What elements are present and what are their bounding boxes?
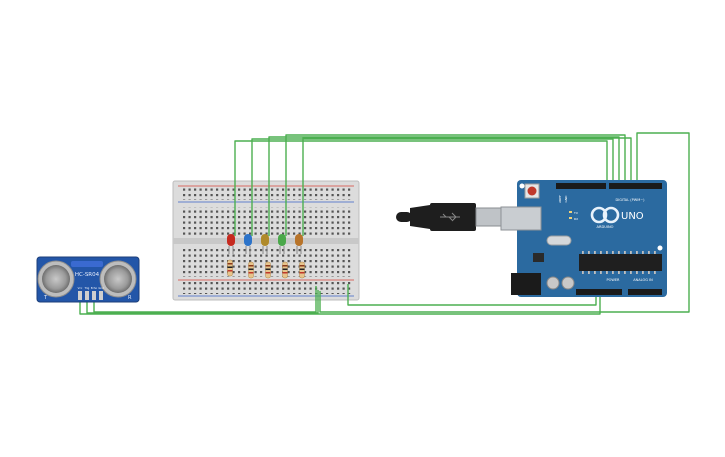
arduino-model-label: UNO xyxy=(621,211,644,222)
mounting-hole xyxy=(519,183,525,189)
wire-led-green[interactable] xyxy=(285,134,626,236)
led-body xyxy=(295,234,303,246)
led-body xyxy=(278,234,286,246)
tx-led xyxy=(569,211,572,213)
led-red[interactable] xyxy=(227,234,235,254)
resistor-group xyxy=(227,259,305,279)
wire-led-red[interactable] xyxy=(234,140,608,236)
arduino-crystal xyxy=(546,235,572,246)
rx-label: RX xyxy=(574,217,578,221)
usb-cable-strain-relief xyxy=(410,205,430,229)
wire-sensor-trig[interactable] xyxy=(86,290,319,314)
usb-connector-metal xyxy=(475,207,503,227)
power-label: POWER xyxy=(607,278,621,282)
sensor-pin-echo[interactable] xyxy=(92,291,96,300)
gnd-label: GND xyxy=(564,195,568,203)
led-body xyxy=(244,234,252,246)
arduino-digital-header-right xyxy=(609,183,662,189)
wire-led-blue[interactable] xyxy=(251,138,614,236)
led-group xyxy=(227,234,303,254)
voltage-regulator xyxy=(533,253,544,262)
sensor-crystal xyxy=(71,261,103,267)
tx-label: TX xyxy=(573,211,578,215)
sensor-model-label: HC-SR04 xyxy=(75,272,100,278)
sensor-pin-label: Trig xyxy=(85,286,90,290)
sensor-pin-label: Echo xyxy=(91,286,98,290)
resistor[interactable] xyxy=(299,261,305,279)
aref-label: AREF xyxy=(558,195,562,203)
arduino-logo: ARDUINO xyxy=(590,206,620,229)
arduino-uno[interactable]: DIGITAL (PWM~) AREF GND ARDUINO UNO TX R… xyxy=(500,180,667,297)
wire-sensor-vcc[interactable] xyxy=(79,291,601,315)
digital-pins-label: DIGITAL (PWM~) xyxy=(615,198,645,202)
wire-sensor-echo[interactable] xyxy=(93,286,317,313)
sensor-pin-labels: Vcc Trig Echo Gnd xyxy=(78,286,104,290)
resistor[interactable] xyxy=(282,261,288,279)
wire-led-yellow[interactable] xyxy=(268,136,620,236)
wire-ground-rail[interactable] xyxy=(347,284,597,306)
wire-led-orange[interactable] xyxy=(302,137,632,236)
led-body xyxy=(227,234,235,246)
arduino-usb-port[interactable] xyxy=(500,206,542,231)
usb-cable[interactable] xyxy=(396,203,503,231)
led-blue[interactable] xyxy=(244,234,252,254)
resistor[interactable] xyxy=(248,261,254,279)
sensor-pin-trig[interactable] xyxy=(85,291,89,300)
sensor-receiver-mesh xyxy=(104,265,132,293)
sensor-pins xyxy=(78,291,103,300)
resistor[interactable] xyxy=(265,261,271,279)
reset-button-cap xyxy=(527,186,537,196)
sensor-pin-label: Vcc xyxy=(78,286,83,290)
led-green[interactable] xyxy=(278,234,286,254)
infinity-right-loop xyxy=(602,206,620,224)
arduino-power-header xyxy=(576,289,622,295)
sensor-pin-vcc[interactable] xyxy=(78,291,82,300)
sensor-r-mark: R xyxy=(128,295,132,301)
arduino-sub-brand: ARDUINO xyxy=(597,225,614,229)
breadboard-upper-terminal-strip xyxy=(180,207,352,235)
microcontroller-chip xyxy=(579,254,662,271)
resistor[interactable] xyxy=(227,259,233,277)
usb-icon xyxy=(440,212,460,222)
rx-led xyxy=(569,217,572,219)
arduino-dc-jack[interactable] xyxy=(511,273,541,295)
breadboard-bottom-rail-holes xyxy=(180,282,352,294)
ultrasonic-sensor[interactable]: HC-SR04 T R Vcc Trig Echo Gnd xyxy=(36,256,140,303)
arduino-analog-header xyxy=(628,289,662,295)
usb-cable-tip xyxy=(396,212,412,222)
sensor-t-mark: T xyxy=(43,295,48,301)
led-body xyxy=(261,234,269,246)
wire-trig-echo[interactable] xyxy=(319,132,690,313)
wire-group xyxy=(79,132,690,315)
capacitor xyxy=(546,276,560,290)
sensor-transmitter-mesh xyxy=(42,265,70,293)
arduino-digital-header-left xyxy=(556,183,606,189)
led-orange[interactable] xyxy=(295,234,303,254)
analog-in-label: ANALOG IN xyxy=(633,278,653,282)
capacitor xyxy=(561,276,575,290)
mounting-hole xyxy=(657,245,663,251)
sensor-pin-gnd[interactable] xyxy=(99,291,103,300)
breadboard-top-rail-holes xyxy=(180,188,352,200)
led-yellow[interactable] xyxy=(261,234,269,254)
chip-pins xyxy=(582,251,656,274)
infinity-left-loop xyxy=(590,206,608,224)
sensor-pin-label: Gnd xyxy=(98,286,104,290)
